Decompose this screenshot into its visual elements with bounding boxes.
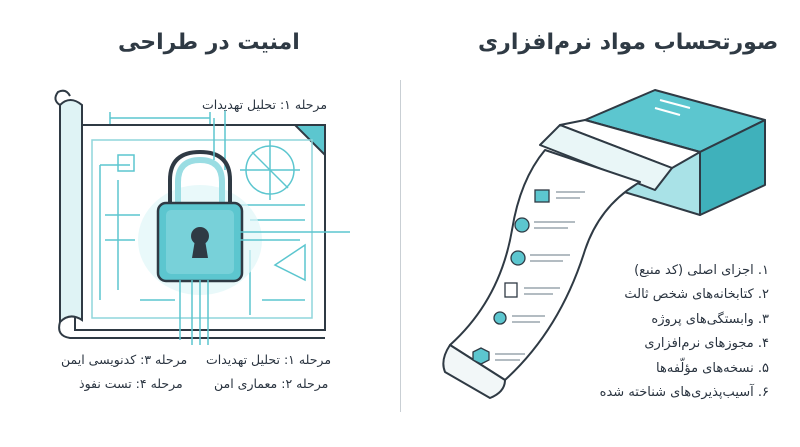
padlock-icon bbox=[138, 149, 262, 295]
stage-label-penetration-test: مرحله ۴: تست نفوذ bbox=[79, 376, 183, 391]
sbom-item-5: ۵. نسخه‌های مؤلّفه‌ها bbox=[656, 361, 769, 376]
stage-label-secure-architecture: مرحله ۲: معماری امن bbox=[214, 376, 329, 391]
leader-lines-left bbox=[179, 118, 350, 345]
sbom-item-1: ۱. اجزای اصلی (کد منبع) bbox=[634, 263, 769, 278]
sbom-title: صورتحساب مواد نرم‌افزاری bbox=[478, 30, 779, 55]
sbom-item-6: ۶. آسیب‌پذیری‌های شناخته شده bbox=[599, 385, 769, 400]
sbom-item-3: ۳. وابستگی‌های پروژه bbox=[651, 312, 769, 327]
sbom-box-illustration bbox=[442, 89, 766, 399]
stage-label-secure-coding: مرحله ۳: کدنویسی ایمن bbox=[61, 352, 188, 367]
stage-label-threat-analysis: مرحله ۱: تحلیل تهدیدات bbox=[206, 352, 332, 367]
sbom-item-4: ۴. مجوزهای نرم‌افزاری bbox=[644, 336, 769, 351]
sbom-item-2: ۲. کتابخانه‌های شخص ثالث bbox=[624, 287, 769, 302]
panel-divider bbox=[400, 80, 401, 412]
security-by-design-title: امنیت در طراحی bbox=[118, 30, 300, 55]
sbom-document-icons bbox=[472, 189, 585, 365]
stage-label-threat-analysis-top: مرحله ۱: تحلیل تهدیدات bbox=[202, 97, 328, 112]
